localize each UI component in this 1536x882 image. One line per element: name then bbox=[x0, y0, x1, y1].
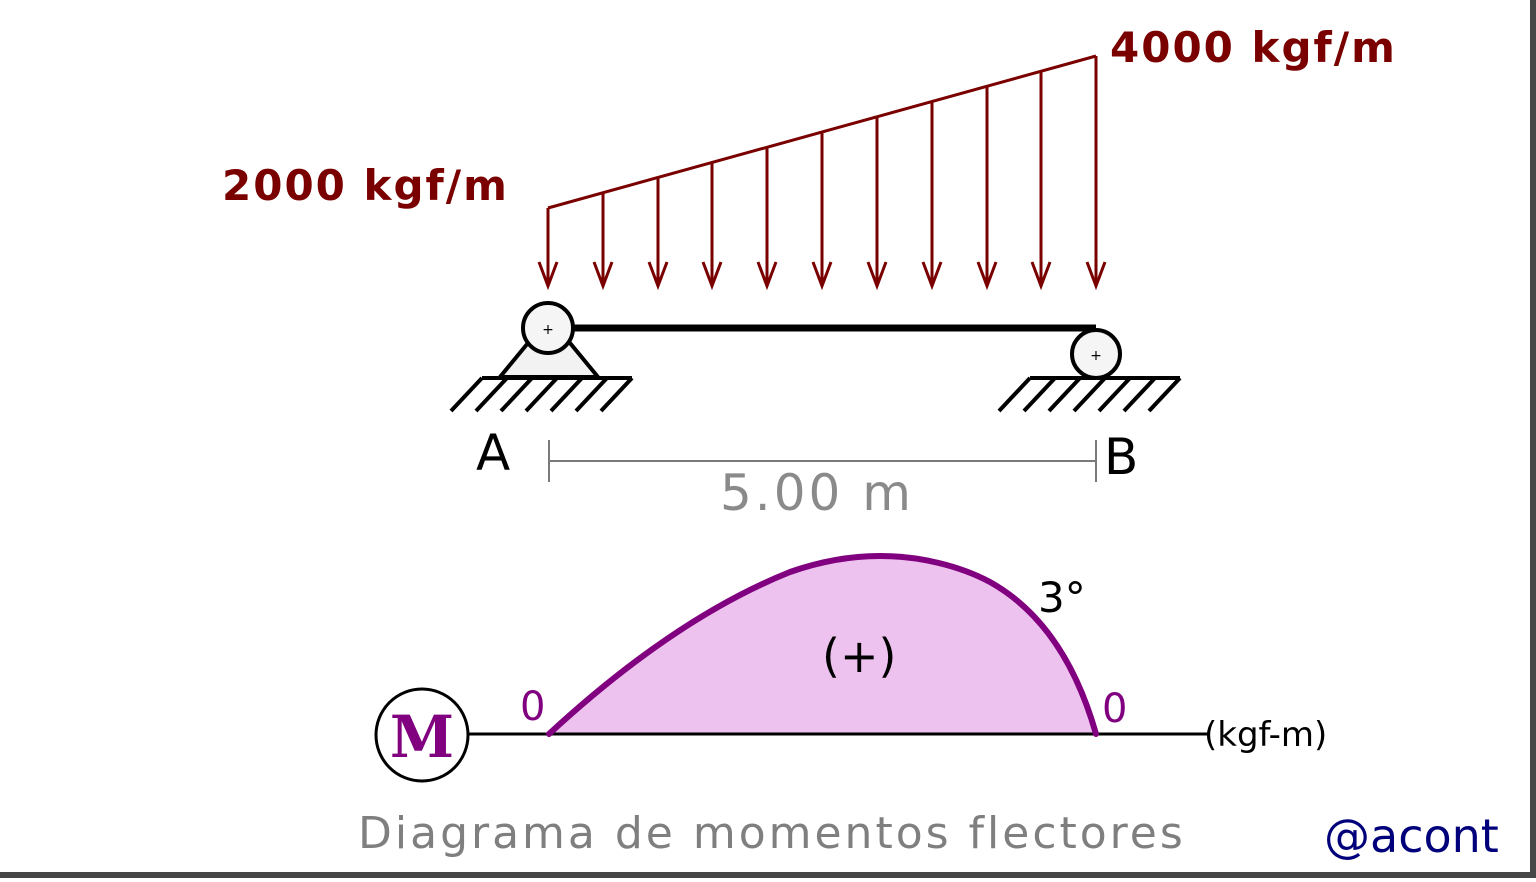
svg-text:+: + bbox=[542, 322, 554, 338]
frame-border-bottom bbox=[0, 872, 1536, 878]
degree-label: 3° bbox=[1038, 573, 1086, 622]
span-length-label: 5.00 m bbox=[720, 464, 914, 522]
right-load-label: 4000 kgf/m bbox=[1110, 23, 1397, 72]
arrowhead-icon bbox=[1030, 261, 1052, 291]
positive-sign-label: (+) bbox=[822, 629, 896, 683]
arrowhead-icon bbox=[537, 261, 559, 291]
distributed-load bbox=[537, 54, 1107, 291]
arrowhead-icon bbox=[756, 261, 778, 291]
moment-symbol: M bbox=[390, 703, 454, 771]
left-zero-label: 0 bbox=[520, 684, 545, 730]
moment-curve bbox=[546, 552, 1099, 737]
pinned-support-icon: + bbox=[449, 301, 634, 413]
author-credit: @acont bbox=[1324, 809, 1499, 863]
left-load-label: 2000 kgf/m bbox=[222, 161, 509, 210]
dimension-line bbox=[548, 440, 1097, 482]
support-b-label: B bbox=[1104, 428, 1138, 486]
roller-support-icon: + bbox=[997, 328, 1182, 413]
frame-border-right bbox=[1530, 0, 1536, 878]
arrowhead-icon bbox=[811, 261, 833, 291]
diagram-caption: Diagrama de momentos flectores bbox=[358, 808, 1186, 859]
arrowhead-icon bbox=[921, 261, 943, 291]
moment-symbol-circle bbox=[374, 687, 470, 783]
arrowhead-icon bbox=[701, 261, 723, 291]
support-a-label: A bbox=[476, 424, 510, 482]
arrowhead-icon bbox=[1085, 261, 1107, 291]
svg-text:+: + bbox=[1090, 348, 1102, 364]
arrowhead-icon bbox=[647, 261, 669, 291]
arrowhead-icon bbox=[976, 261, 998, 291]
right-zero-label: 0 bbox=[1102, 686, 1127, 732]
units-label: (kgf-m) bbox=[1204, 715, 1327, 755]
arrowhead-icon bbox=[866, 261, 888, 291]
moment-diagram bbox=[374, 552, 1210, 783]
arrowhead-icon bbox=[592, 261, 614, 291]
moment-area bbox=[549, 556, 1096, 734]
